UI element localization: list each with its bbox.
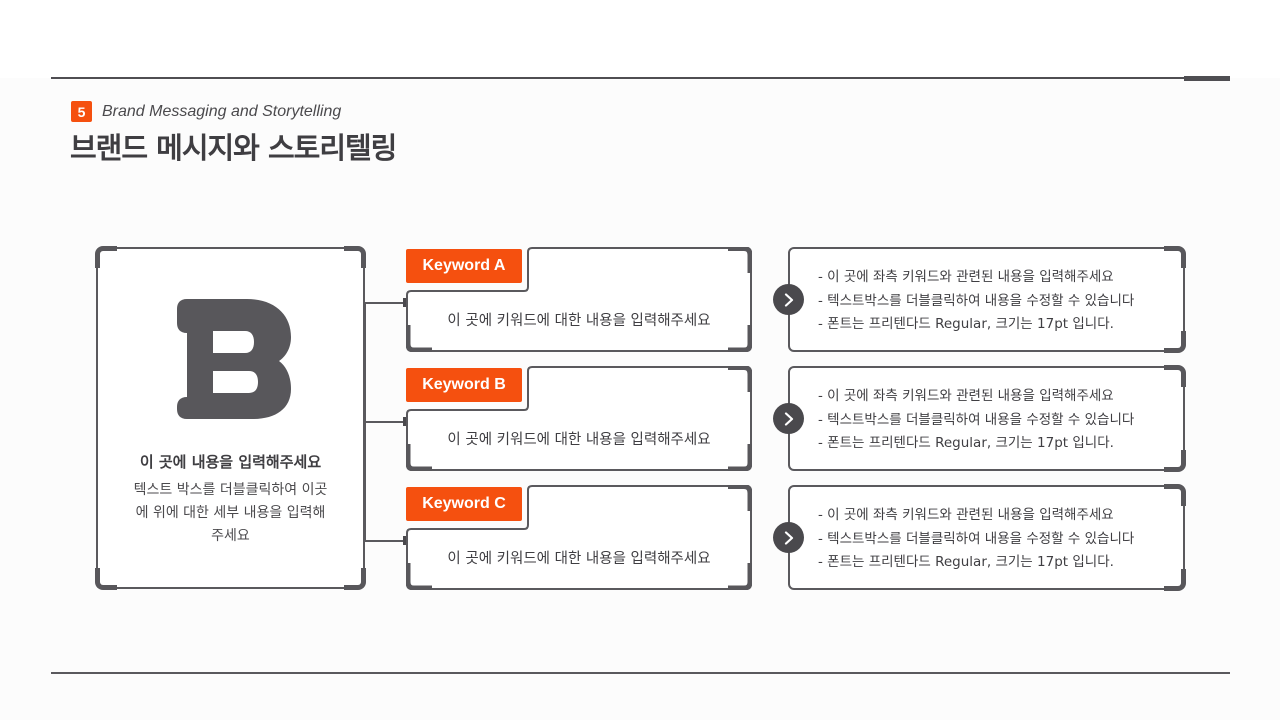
detail-item: - 이 곳에 좌측 키워드와 관련된 내용을 입력해주세요: [818, 269, 1114, 285]
corner-bracket: [95, 568, 117, 590]
connector-branch-b: [364, 421, 408, 423]
corner-bracket: [1164, 246, 1186, 268]
corner-bracket: [1164, 569, 1186, 591]
detail-list[interactable]: - 이 곳에 좌측 키워드와 관련된 내용을 입력해주세요 - 텍스트박스를 더…: [818, 385, 1134, 456]
detail-item: - 텍스트박스를 더블클릭하여 내용을 수정할 수 있습니다: [818, 530, 1135, 547]
detail-item: - 폰트는 프리텐다드 Regular, 크기는 17pt 입니다.: [818, 554, 1114, 570]
keyword-label[interactable]: Keyword C: [406, 487, 522, 521]
brand-body-line: 에 위에 대한 세부 내용을 입력해: [135, 505, 326, 521]
detail-item: - 텍스트박스를 더블클릭하여 내용을 수정할 수 있습니다: [818, 292, 1135, 309]
brand-body-line: 주세요: [211, 528, 250, 544]
corner-bracket: [1164, 331, 1186, 353]
brand-body-text[interactable]: 텍스트 박스를 더블클릭하여 이곳 에 위에 대한 세부 내용을 입력해 주세요: [118, 479, 343, 548]
keyword-card-outline: [406, 247, 752, 352]
keyword-card-c[interactable]: Keyword C 이 곳에 키워드에 대한 내용을 입력해주세요: [406, 485, 752, 590]
detail-item: - 이 곳에 좌측 키워드와 관련된 내용을 입력해주세요: [818, 388, 1114, 404]
chevron-right-button[interactable]: [773, 522, 804, 553]
keyword-card-outline: [406, 485, 752, 590]
keyword-card-b[interactable]: Keyword B 이 곳에 키워드에 대한 내용을 입력해주세요: [406, 366, 752, 471]
section-number-badge: 5: [71, 101, 92, 122]
chevron-right-button[interactable]: [773, 284, 804, 315]
top-divider: [51, 77, 1230, 79]
brand-heading[interactable]: 이 곳에 내용을 입력해주세요: [139, 453, 322, 471]
chevron-right-button[interactable]: [773, 403, 804, 434]
detail-item: - 텍스트박스를 더블클릭하여 내용을 수정할 수 있습니다: [818, 411, 1135, 428]
section-subtitle[interactable]: Brand Messaging and Storytelling: [102, 103, 342, 120]
corner-bracket: [1164, 365, 1186, 387]
corner-bracket: [95, 246, 117, 268]
keyword-card-a[interactable]: Keyword A 이 곳에 키워드에 대한 내용을 입력해주세요: [406, 247, 752, 352]
detail-card-a[interactable]: - 이 곳에 좌측 키워드와 관련된 내용을 입력해주세요 - 텍스트박스를 더…: [773, 246, 1186, 353]
keyword-text[interactable]: 이 곳에 키워드에 대한 내용을 입력해주세요: [447, 432, 711, 448]
detail-item: - 폰트는 프리텐다드 Regular, 크기는 17pt 입니다.: [818, 316, 1114, 332]
chevron-right-icon: [784, 530, 793, 545]
chevron-right-icon: [784, 292, 793, 307]
brand-body-line: 텍스트 박스를 더블클릭하여 이곳: [133, 482, 328, 498]
keyword-text[interactable]: 이 곳에 키워드에 대한 내용을 입력해주세요: [447, 313, 711, 329]
keyword-text[interactable]: 이 곳에 키워드에 대한 내용을 입력해주세요: [447, 551, 711, 567]
corner-bracket: [344, 246, 366, 268]
brand-card[interactable]: 이 곳에 내용을 입력해주세요 텍스트 박스를 더블클릭하여 이곳 에 위에 대…: [95, 246, 366, 590]
top-divider-accent: [1184, 76, 1230, 81]
keyword-card-outline: [406, 366, 752, 471]
corner-bracket: [1164, 484, 1186, 506]
detail-list[interactable]: - 이 곳에 좌측 키워드와 관련된 내용을 입력해주세요 - 텍스트박스를 더…: [818, 504, 1134, 575]
brand-b-logo-icon[interactable]: [175, 297, 293, 421]
detail-item: - 이 곳에 좌측 키워드와 관련된 내용을 입력해주세요: [818, 507, 1114, 523]
page-title[interactable]: 브랜드 메시지와 스토리텔링: [70, 131, 397, 165]
chevron-right-icon: [784, 411, 793, 426]
keyword-label[interactable]: Keyword A: [406, 249, 522, 283]
connector-branch-c: [364, 540, 408, 542]
detail-card-c[interactable]: - 이 곳에 좌측 키워드와 관련된 내용을 입력해주세요 - 텍스트박스를 더…: [773, 484, 1186, 591]
corner-bracket: [344, 568, 366, 590]
connector-branch-a: [364, 302, 408, 304]
bottom-divider: [51, 672, 1230, 674]
keyword-label[interactable]: Keyword B: [406, 368, 522, 402]
corner-bracket: [1164, 450, 1186, 472]
detail-item: - 폰트는 프리텐다드 Regular, 크기는 17pt 입니다.: [818, 435, 1114, 451]
detail-card-b[interactable]: - 이 곳에 좌측 키워드와 관련된 내용을 입력해주세요 - 텍스트박스를 더…: [773, 365, 1186, 472]
detail-list[interactable]: - 이 곳에 좌측 키워드와 관련된 내용을 입력해주세요 - 텍스트박스를 더…: [818, 266, 1134, 337]
header-band: [0, 0, 1280, 78]
